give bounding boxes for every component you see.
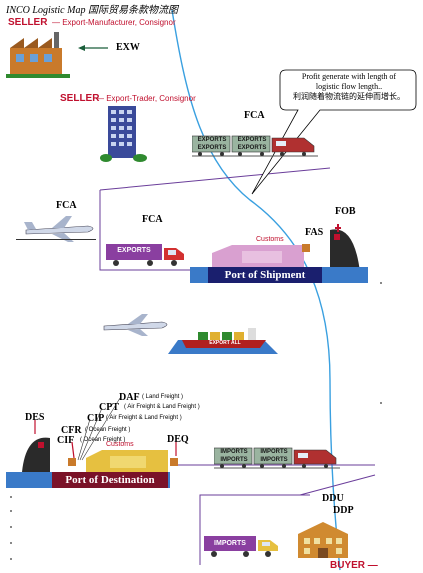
import-wagon-label-3: IMPORTS [260,449,288,455]
term-daf: DAF [119,392,140,403]
runway-line [16,239,96,240]
term-cip-note: ( Air Freight & Land Freight ) [106,415,182,421]
export-wagon-label-1: EXPORTS [197,137,227,143]
term-fca-plane: FCA [56,200,77,211]
cargo-crate-import-1 [68,458,76,466]
callout-line-1: Profit generate with length of [301,72,397,81]
term-cfr: CFR [61,425,82,436]
marker-dot [10,510,12,512]
train-icon-export [192,135,318,157]
term-cpt: CPT [99,402,119,413]
marker-dot [10,542,12,544]
term-cip: CIP [87,413,105,424]
port-of-destination-label: Port of Destination [52,472,168,488]
term-cfr-note: ( Ocean Freight ) [85,427,131,433]
office-building-icon [100,106,147,162]
ship-bow-icon-import [22,437,50,472]
marker-dot [10,526,12,528]
seller-arrow-head [78,45,85,51]
import-wagon-label-4: IMPORTS [260,457,288,463]
ship-label: EXPORT ALL [209,340,241,346]
term-fca-truck: FCA [142,214,163,225]
term-cpt-note: ( Air Freight & Land Freight ) [124,404,200,410]
term-ddp: DDP [333,505,354,516]
cargo-crate-import-2 [170,458,178,466]
airplane-icon-transit [103,314,168,336]
diagram-title: INCO Logistic Map 国际贸易条款物流图 [6,5,178,16]
seller-trader-role: — Export-Trader, Consignor [96,94,196,103]
term-fca-train: FCA [244,110,265,121]
factory-icon [6,32,70,78]
marker-dot [380,282,382,284]
export-wagon-label-3: EXPORTS [237,137,267,143]
export-wagon-label-2: EXPORTS [197,145,227,151]
marker-dot [10,496,12,498]
callout-text: Profit generate with length of logistic … [282,72,416,102]
buyer-building-icon [298,522,348,558]
truck-icon-export [106,244,184,266]
connector-line-buyer [199,494,310,565]
callout-line-2: logistic flow length.. [315,82,383,91]
term-des: DES [25,412,45,423]
customs-label-import: Customs [106,441,134,448]
truck-icon-import [204,536,278,557]
warehouse-icon-export [212,245,304,267]
term-daf-note: ( Land Freight ) [142,394,184,400]
connector-line-top [99,190,210,271]
term-ddu: DDU [322,493,344,504]
term-cif-note: ( Ocean Freight ) [80,437,126,443]
import-wagon-label-2: IMPORTS [220,457,248,463]
warehouse-icon-import [86,450,168,472]
import-truck-label: IMPORTS [214,540,246,547]
seller-trader-label: SELLER [60,93,100,104]
term-fob: FOB [335,206,356,217]
connector-line-diag [299,474,376,496]
export-wagon-label-4: EXPORTS [237,145,267,151]
term-exw: EXW [116,42,140,53]
marker-dot [10,558,12,560]
port-of-shipment-label: Port of Shipment [208,267,322,283]
cargo-ship-icon [168,328,278,354]
cargo-crate-export [302,244,310,252]
train-icon-import [214,447,340,469]
callout-line-3: 利润随着物流链的延伸而增长。 [293,92,405,101]
ship-bow-icon-export [330,224,360,272]
connector-line-seller [99,167,331,191]
term-fas: FAS [305,227,324,238]
customs-label-export: Customs [256,236,284,243]
export-truck-label: EXPORTS [117,247,151,254]
seller-manufacturer-label: SELLER [8,17,48,28]
buyer-label: BUYER — [330,560,378,571]
seller-manufacturer-role: — Export-Manufacturer, Consignor [52,18,176,27]
marker-dot [380,402,382,404]
term-deq: DEQ [167,434,189,445]
import-wagon-label-1: IMPORTS [220,449,248,455]
term-cif: CIF [57,435,75,446]
